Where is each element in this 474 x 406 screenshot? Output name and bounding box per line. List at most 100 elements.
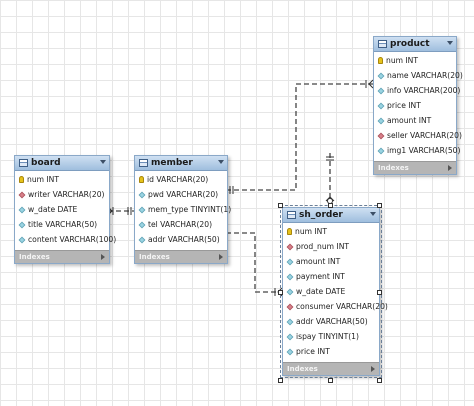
- column-row[interactable]: amount INT: [374, 113, 456, 128]
- entity-header[interactable]: board: [15, 156, 109, 171]
- column-diamond-icon: [18, 236, 26, 243]
- chevron-down-icon[interactable]: [218, 160, 224, 164]
- chevron-right-icon[interactable]: [448, 165, 452, 171]
- column-diamond-icon: [286, 348, 294, 355]
- entity-board[interactable]: board num INT writer VARCHAR(20) w_date …: [14, 155, 116, 264]
- chevron-down-icon[interactable]: [100, 160, 106, 164]
- column-row[interactable]: w_date DATE: [283, 284, 379, 299]
- column-diamond-icon: [138, 236, 146, 243]
- chevron-down-icon[interactable]: [370, 212, 376, 216]
- column-row[interactable]: num INT: [374, 53, 456, 68]
- indexes-section[interactable]: Indexes: [135, 250, 227, 263]
- entity-product[interactable]: product num INT name VARCHAR(20) info VA…: [373, 36, 463, 175]
- table-icon: [139, 159, 148, 167]
- chevron-right-icon[interactable]: [371, 366, 375, 372]
- entity-header[interactable]: sh_order: [283, 208, 379, 223]
- table-icon: [378, 40, 387, 48]
- indexes-section[interactable]: Indexes: [15, 250, 109, 263]
- chevron-right-icon[interactable]: [219, 254, 223, 260]
- column-label: tel VARCHAR(20): [148, 220, 213, 229]
- column-label: ispay TINYINT(1): [296, 332, 359, 341]
- column-row[interactable]: price INT: [283, 344, 379, 359]
- column-label: payment INT: [296, 272, 345, 281]
- column-row[interactable]: prod_num INT: [283, 239, 379, 254]
- column-label: pwd VARCHAR(20): [148, 190, 219, 199]
- indexes-label: Indexes: [287, 365, 318, 373]
- column-label: addr VARCHAR(50): [148, 235, 220, 244]
- column-diamond-icon: [138, 221, 146, 228]
- column-label: num INT: [27, 175, 59, 184]
- resize-handle-right[interactable]: [377, 290, 382, 295]
- entity-title: product: [390, 39, 430, 49]
- entity-sh-order[interactable]: sh_order num INT prod_num INT amount INT…: [280, 205, 388, 378]
- key-icon: [287, 228, 292, 235]
- column-row[interactable]: mem_type TINYINT(1): [135, 202, 231, 217]
- column-label: price INT: [387, 101, 421, 110]
- column-row[interactable]: content VARCHAR(100): [15, 232, 116, 247]
- column-label: prod_num INT: [296, 242, 350, 251]
- column-row[interactable]: amount INT: [283, 254, 379, 269]
- column-diamond-icon: [377, 117, 385, 124]
- column-label: writer VARCHAR(20): [28, 190, 105, 199]
- column-label: mem_type TINYINT(1): [148, 205, 232, 214]
- column-diamond-icon: [286, 288, 294, 295]
- column-list: num INT writer VARCHAR(20) w_date DATE t…: [15, 171, 116, 250]
- resize-handle-bottom[interactable]: [328, 378, 333, 383]
- column-row[interactable]: num INT: [15, 172, 109, 187]
- indexes-label: Indexes: [139, 253, 170, 261]
- indexes-section[interactable]: Indexes: [374, 161, 456, 174]
- relation-member-product: [226, 83, 373, 191]
- resize-handle-left[interactable]: [278, 290, 283, 295]
- column-list: num INT prod_num INT amount INT payment …: [283, 223, 388, 362]
- column-label: seller VARCHAR(20): [387, 131, 462, 140]
- column-row[interactable]: consumer VARCHAR(20): [283, 299, 388, 314]
- column-diamond-icon: [138, 206, 146, 213]
- column-row[interactable]: w_date DATE: [15, 202, 109, 217]
- column-row[interactable]: img1 VARCHAR(50): [374, 143, 460, 158]
- indexes-section[interactable]: Indexes: [283, 362, 379, 375]
- column-row[interactable]: ispay TINYINT(1): [283, 329, 379, 344]
- column-label: addr VARCHAR(50): [296, 317, 368, 326]
- column-label: name VARCHAR(20): [387, 71, 463, 80]
- column-label: content VARCHAR(100): [28, 235, 117, 244]
- column-row[interactable]: info VARCHAR(200): [374, 83, 460, 98]
- column-label: title VARCHAR(50): [28, 220, 98, 229]
- resize-handle-bottom-right[interactable]: [377, 378, 382, 383]
- column-row[interactable]: tel VARCHAR(20): [135, 217, 227, 232]
- column-diamond-icon: [377, 87, 385, 94]
- resize-handle-bottom-left[interactable]: [278, 378, 283, 383]
- column-row[interactable]: payment INT: [283, 269, 379, 284]
- entity-title: sh_order: [299, 210, 343, 220]
- column-label: consumer VARCHAR(20): [296, 302, 388, 311]
- entity-title: board: [31, 158, 61, 168]
- indexes-label: Indexes: [378, 164, 409, 172]
- column-row[interactable]: addr VARCHAR(50): [283, 314, 379, 329]
- resize-handle-top[interactable]: [328, 203, 333, 208]
- column-list: num INT name VARCHAR(20) info VARCHAR(20…: [374, 52, 463, 161]
- entity-header[interactable]: product: [374, 37, 456, 52]
- column-row[interactable]: addr VARCHAR(50): [135, 232, 227, 247]
- column-row[interactable]: id VARCHAR(20): [135, 172, 227, 187]
- entity-header[interactable]: member: [135, 156, 227, 171]
- chevron-down-icon[interactable]: [447, 41, 453, 45]
- column-row[interactable]: name VARCHAR(20): [374, 68, 463, 83]
- column-diamond-icon: [377, 102, 385, 109]
- entity-title: member: [151, 158, 193, 168]
- column-row[interactable]: num INT: [283, 224, 379, 239]
- key-icon: [378, 57, 383, 64]
- column-row[interactable]: writer VARCHAR(20): [15, 187, 109, 202]
- column-row[interactable]: title VARCHAR(50): [15, 217, 109, 232]
- column-label: w_date DATE: [28, 205, 78, 214]
- column-diamond-icon: [18, 206, 26, 213]
- entity-member[interactable]: member id VARCHAR(20) pwd VARCHAR(20) me…: [134, 155, 231, 264]
- column-diamond-icon: [286, 318, 294, 325]
- chevron-right-icon[interactable]: [101, 254, 105, 260]
- foreign-key-diamond-icon: [286, 303, 294, 310]
- resize-handle-top-right[interactable]: [377, 203, 382, 208]
- column-row[interactable]: seller VARCHAR(20): [374, 128, 462, 143]
- column-row[interactable]: price INT: [374, 98, 456, 113]
- column-row[interactable]: pwd VARCHAR(20): [135, 187, 227, 202]
- column-diamond-icon: [377, 72, 385, 79]
- resize-handle-top-left[interactable]: [278, 203, 283, 208]
